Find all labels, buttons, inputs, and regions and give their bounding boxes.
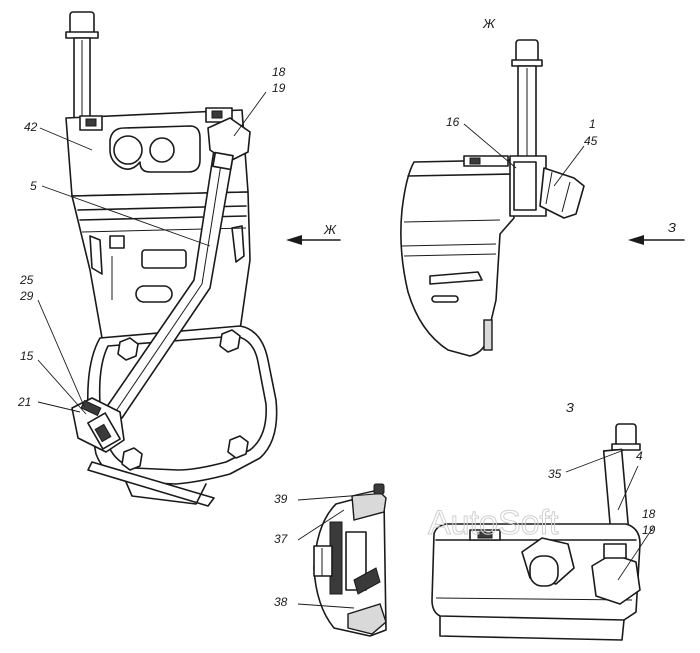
- main-assembly-view: [65, 11, 278, 507]
- view-zh-detail: Ж: [400, 16, 585, 357]
- callout-15: 15: [20, 349, 34, 363]
- callout-numbers: 42 18 19 5 25 29 15 21 16 1 45 39 37 38 …: [17, 65, 656, 609]
- callout-25: 25: [19, 273, 34, 287]
- callout-38: 38: [274, 595, 288, 609]
- callout-29: 29: [19, 289, 34, 303]
- leader-lines: [37, 91, 655, 609]
- view-arrow-zh: Ж: [286, 222, 341, 245]
- callout-45: 45: [584, 134, 598, 148]
- view-arrow-z: З: [628, 220, 685, 245]
- callout-37: 37: [274, 532, 289, 546]
- view-label-zh-arrow: Ж: [323, 222, 337, 237]
- callout-18-bottom: 18: [642, 507, 656, 521]
- callout-39: 39: [274, 492, 288, 506]
- callout-35: 35: [548, 467, 562, 481]
- view-label-z-arrow: З: [668, 220, 676, 235]
- section-detail: [313, 483, 387, 637]
- callout-42: 42: [24, 120, 38, 134]
- callout-5: 5: [30, 179, 37, 193]
- watermark-text: AutoSoft: [428, 504, 559, 542]
- view-z-detail: З: [431, 400, 641, 641]
- callout-19-top: 19: [272, 81, 286, 95]
- callout-16: 16: [446, 115, 460, 129]
- callout-18-top: 18: [272, 65, 286, 79]
- view-label-z-view: З: [566, 400, 574, 415]
- view-label-zh-top: Ж: [482, 16, 496, 31]
- callout-21: 21: [17, 395, 31, 409]
- callout-4: 4: [636, 449, 643, 463]
- callout-19-bottom: 19: [642, 523, 656, 537]
- callout-1: 1: [589, 117, 596, 131]
